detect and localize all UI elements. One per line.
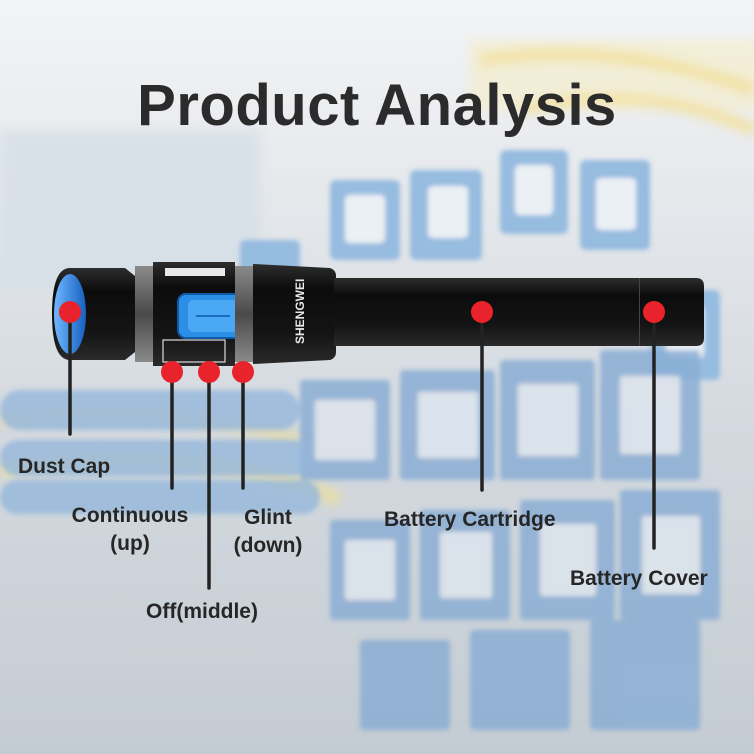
brand-label: SHENGWEI [293,279,307,344]
middle-ring [235,266,253,362]
battery-cover-part [639,278,704,346]
battery-cover-label: Battery Cover [570,567,708,590]
dust-cap-label: Dust Cap [18,455,111,478]
glint-label: Glint (down) [233,506,303,557]
dust-cap-marker [59,301,81,323]
brand-section: SHENGWEI [253,264,336,364]
continuous-label: Continuous (up) [71,504,189,555]
battery-cover-marker [643,301,665,323]
off-middle-marker [198,361,220,383]
glint-marker [232,361,254,383]
front-ring [135,266,153,362]
continuous-marker [161,361,183,383]
page-title: Product Analysis [137,73,617,138]
battery-cartridge-label: Battery Cartridge [384,508,556,531]
battery-cartridge-marker [471,301,493,323]
off-middle-label: Off(middle) [146,600,258,623]
